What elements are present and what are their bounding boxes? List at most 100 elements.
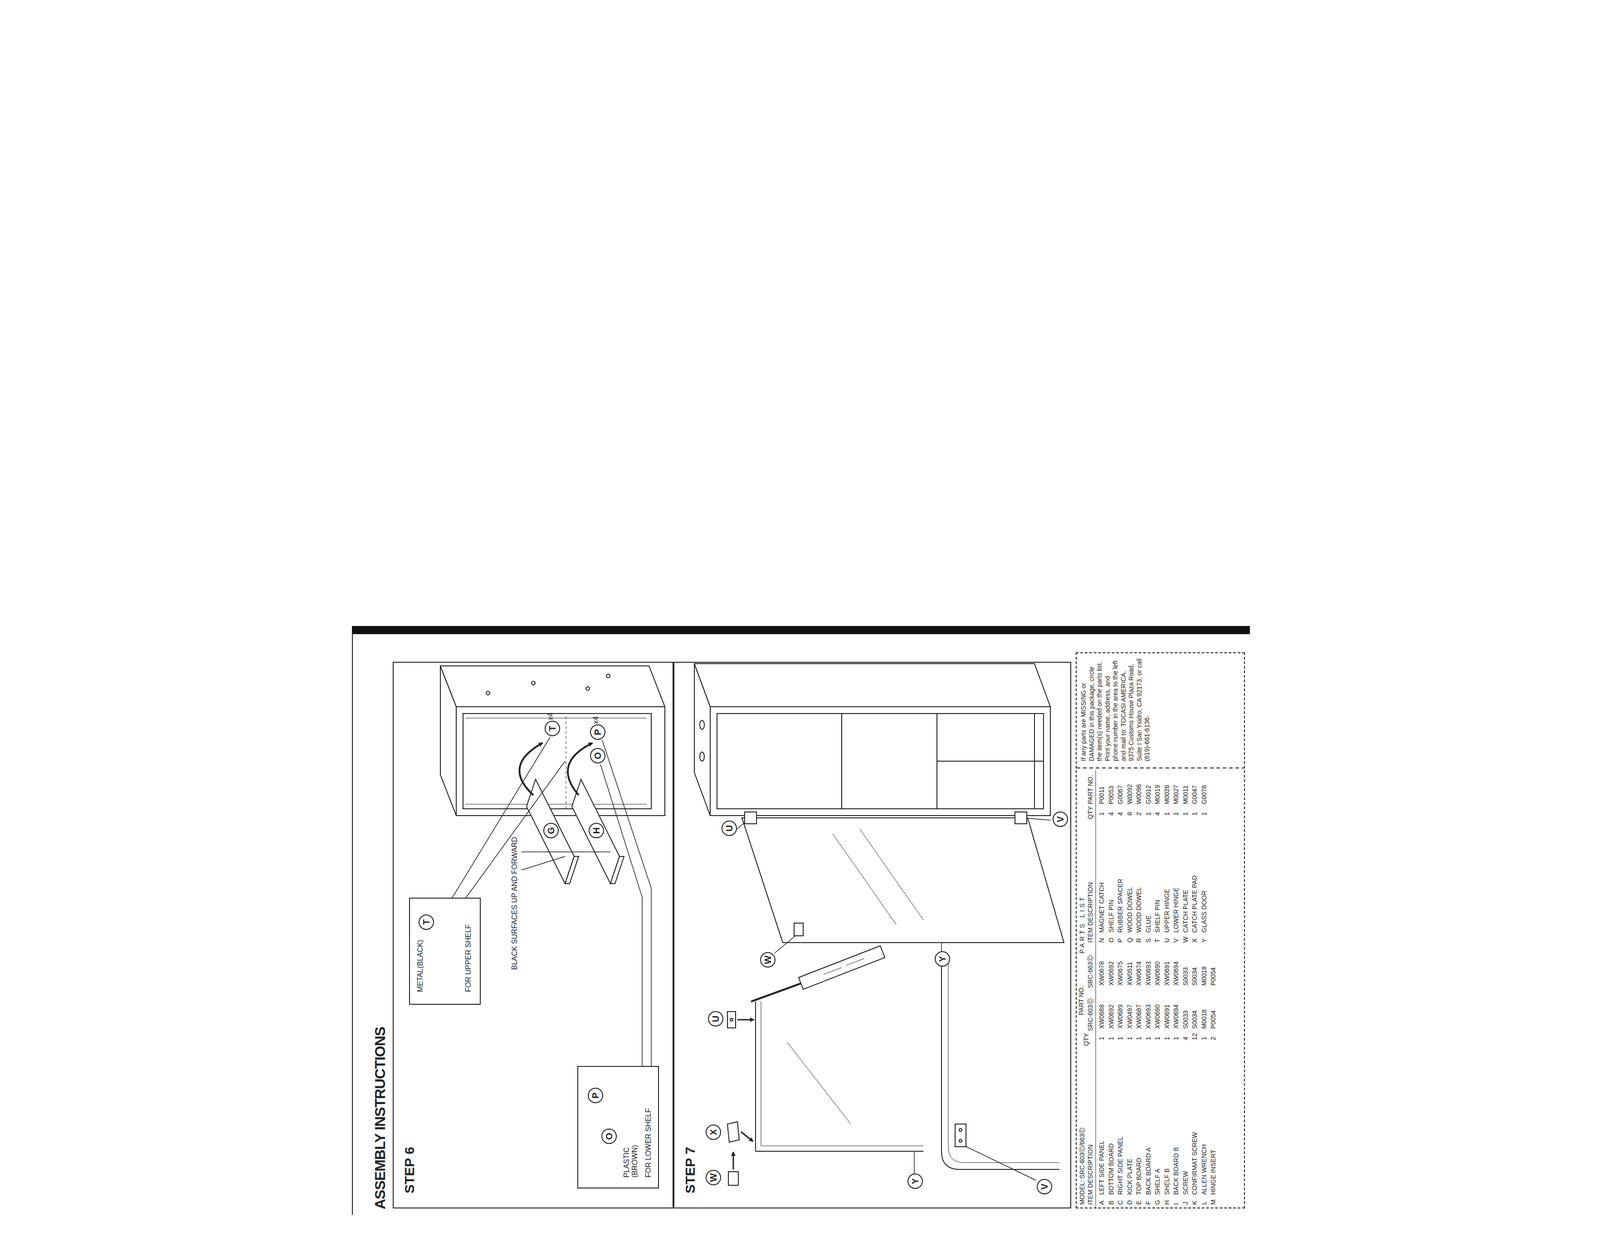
callout-letter: X: [705, 1124, 722, 1140]
table-cell: U: [1163, 937, 1171, 943]
table-cell: 4: [1107, 811, 1115, 816]
callout-text: T: [547, 725, 557, 732]
table-cell: 1: [1097, 1036, 1106, 1040]
table-cell: G: [1153, 1199, 1161, 1205]
table-cell: XW0694: [1172, 960, 1180, 986]
table-cell: 4: [1181, 1036, 1190, 1040]
table-cell: LEFT SIDE PANEL: [1097, 1140, 1106, 1195]
callout-letter: V: [1036, 1178, 1053, 1195]
callout-letter: W: [760, 951, 776, 968]
callout-letter: U: [721, 820, 737, 836]
table-cell: MAGNET CATCH: [1097, 882, 1106, 933]
table-cell: 1: [1163, 1036, 1171, 1040]
table-cell: L: [1200, 1200, 1208, 1205]
table-cell: 1: [1126, 1036, 1134, 1040]
table-cell: W0096: [1135, 784, 1143, 805]
table-cell: CONFIRMAT SCREW: [1190, 1131, 1199, 1195]
part-box: METAL(BLACK) FOR UPPER SHELF T: [409, 897, 481, 1005]
table-cell: WOOD DOWEL: [1126, 887, 1134, 933]
step-panel: STEP 7WXUYVUWYV: [673, 661, 1072, 1209]
callout-letter: W: [705, 1169, 722, 1186]
table-cell: UPPER HINGE: [1163, 888, 1171, 933]
table-cell: M: [1209, 1199, 1217, 1205]
table-cell: W: [1181, 936, 1190, 943]
table-cell: G0012: [1144, 785, 1152, 805]
box-text: PLASTIC (BROWN): [622, 1127, 640, 1178]
table-header: ITEM DESCRIPTION: [1086, 1144, 1094, 1205]
table-cell: XW0511: [1126, 961, 1134, 986]
table-header: SRC-603Ⓒ: [1086, 998, 1095, 1031]
table-cell: 1: [1200, 811, 1208, 816]
table-cell: N: [1097, 937, 1106, 943]
table-cell: XW0690: [1153, 960, 1161, 986]
table-cell: SHELF A: [1153, 1168, 1161, 1195]
table-cell: M0026: [1163, 784, 1171, 805]
callout-letter: O: [601, 1128, 617, 1144]
table-cell: HINGE INSERT: [1209, 1149, 1217, 1195]
table-cell: 1: [1181, 811, 1190, 816]
callout-text: V: [1039, 1183, 1049, 1190]
table-cell: 1: [1190, 811, 1199, 816]
callout-text: H: [591, 827, 601, 834]
table-cell: 1: [1163, 811, 1171, 816]
table-cell: ALLEN WRENCH: [1200, 1144, 1208, 1195]
table-header: PART NO.: [1086, 774, 1094, 805]
table-header: QTY: [1086, 805, 1094, 820]
box-text: FOR UPPER SHELF: [464, 924, 473, 992]
table-cell: M0027: [1172, 784, 1180, 805]
table-cell: I: [1172, 1202, 1180, 1205]
table-cell: X: [1190, 938, 1199, 943]
table-cell: 1: [1107, 1036, 1115, 1040]
table-cell: J: [1181, 1201, 1190, 1205]
quantity-text: x4: [591, 716, 600, 724]
callout-text: O: [604, 1132, 614, 1140]
callout-letter: O: [590, 747, 606, 764]
table-cell: XW0497: [1126, 1004, 1134, 1029]
table-cell: M0011: [1181, 785, 1190, 805]
table-cell: XW0691: [1163, 960, 1171, 986]
table-cell: XW0690: [1153, 1004, 1161, 1029]
table-cell: SHELF PIN: [1153, 899, 1161, 933]
callout-letter: Y: [907, 1173, 923, 1189]
table-cell: SCREW: [1181, 1170, 1190, 1195]
box-text: FOR LOWER SHELF: [644, 1107, 653, 1178]
callout-text: U: [711, 1015, 721, 1022]
table-cell: 1: [1153, 1036, 1161, 1040]
table-cell: H: [1163, 1200, 1171, 1205]
table-cell: WOOD DOWEL: [1135, 887, 1143, 933]
part-box: PLASTIC (BROWN)FOR LOWER SHELFOP: [577, 1065, 659, 1189]
table-cell: K: [1190, 1200, 1199, 1205]
quantity-text: x4: [546, 712, 555, 721]
table-cell: V: [1172, 938, 1180, 943]
callout-text: X: [708, 1128, 718, 1135]
table-cell: CATCH PLATE: [1181, 889, 1190, 933]
callout-letter: T: [418, 914, 435, 930]
table-cell: G0078: [1200, 785, 1208, 805]
step-heading: STEP 7: [682, 1146, 698, 1194]
table-cell: B: [1107, 1200, 1115, 1205]
table-cell: XW0694: [1172, 1004, 1180, 1029]
table-cell: XW0688: [1097, 1004, 1106, 1029]
table-cell: 4: [1116, 811, 1124, 816]
table-cell: SHELF B: [1163, 1168, 1171, 1195]
table-cell: 1: [1097, 811, 1106, 816]
table-cell: XW0678: [1097, 960, 1106, 986]
notice-text: If any parts are MISSING or DAMAGED in t…: [1079, 657, 1152, 761]
table-cell: Q: [1126, 937, 1134, 943]
box-text: METAL(BLACK): [416, 939, 425, 992]
table-cell: C: [1116, 1200, 1124, 1205]
table-cell: 2: [1209, 1036, 1217, 1040]
callout-text: Y: [910, 1177, 920, 1184]
box-text: PARTS LIST: [1078, 894, 1086, 954]
table-cell: M0018: [1200, 1009, 1208, 1029]
table-cell: P0054: [1209, 967, 1217, 986]
callout-letter: H: [588, 822, 605, 839]
table-cell: P0053: [1107, 785, 1115, 805]
table-cell: M0018: [1200, 965, 1208, 986]
table-cell: 1: [1144, 1036, 1152, 1040]
table-cell: RIGHT SIDE PANEL: [1116, 1136, 1124, 1195]
table-cell: S0033: [1181, 967, 1190, 986]
table-cell: E: [1135, 1200, 1143, 1205]
table-cell: GLASS DOOR: [1200, 890, 1208, 933]
table-cell: SHELF PIN: [1107, 899, 1115, 933]
